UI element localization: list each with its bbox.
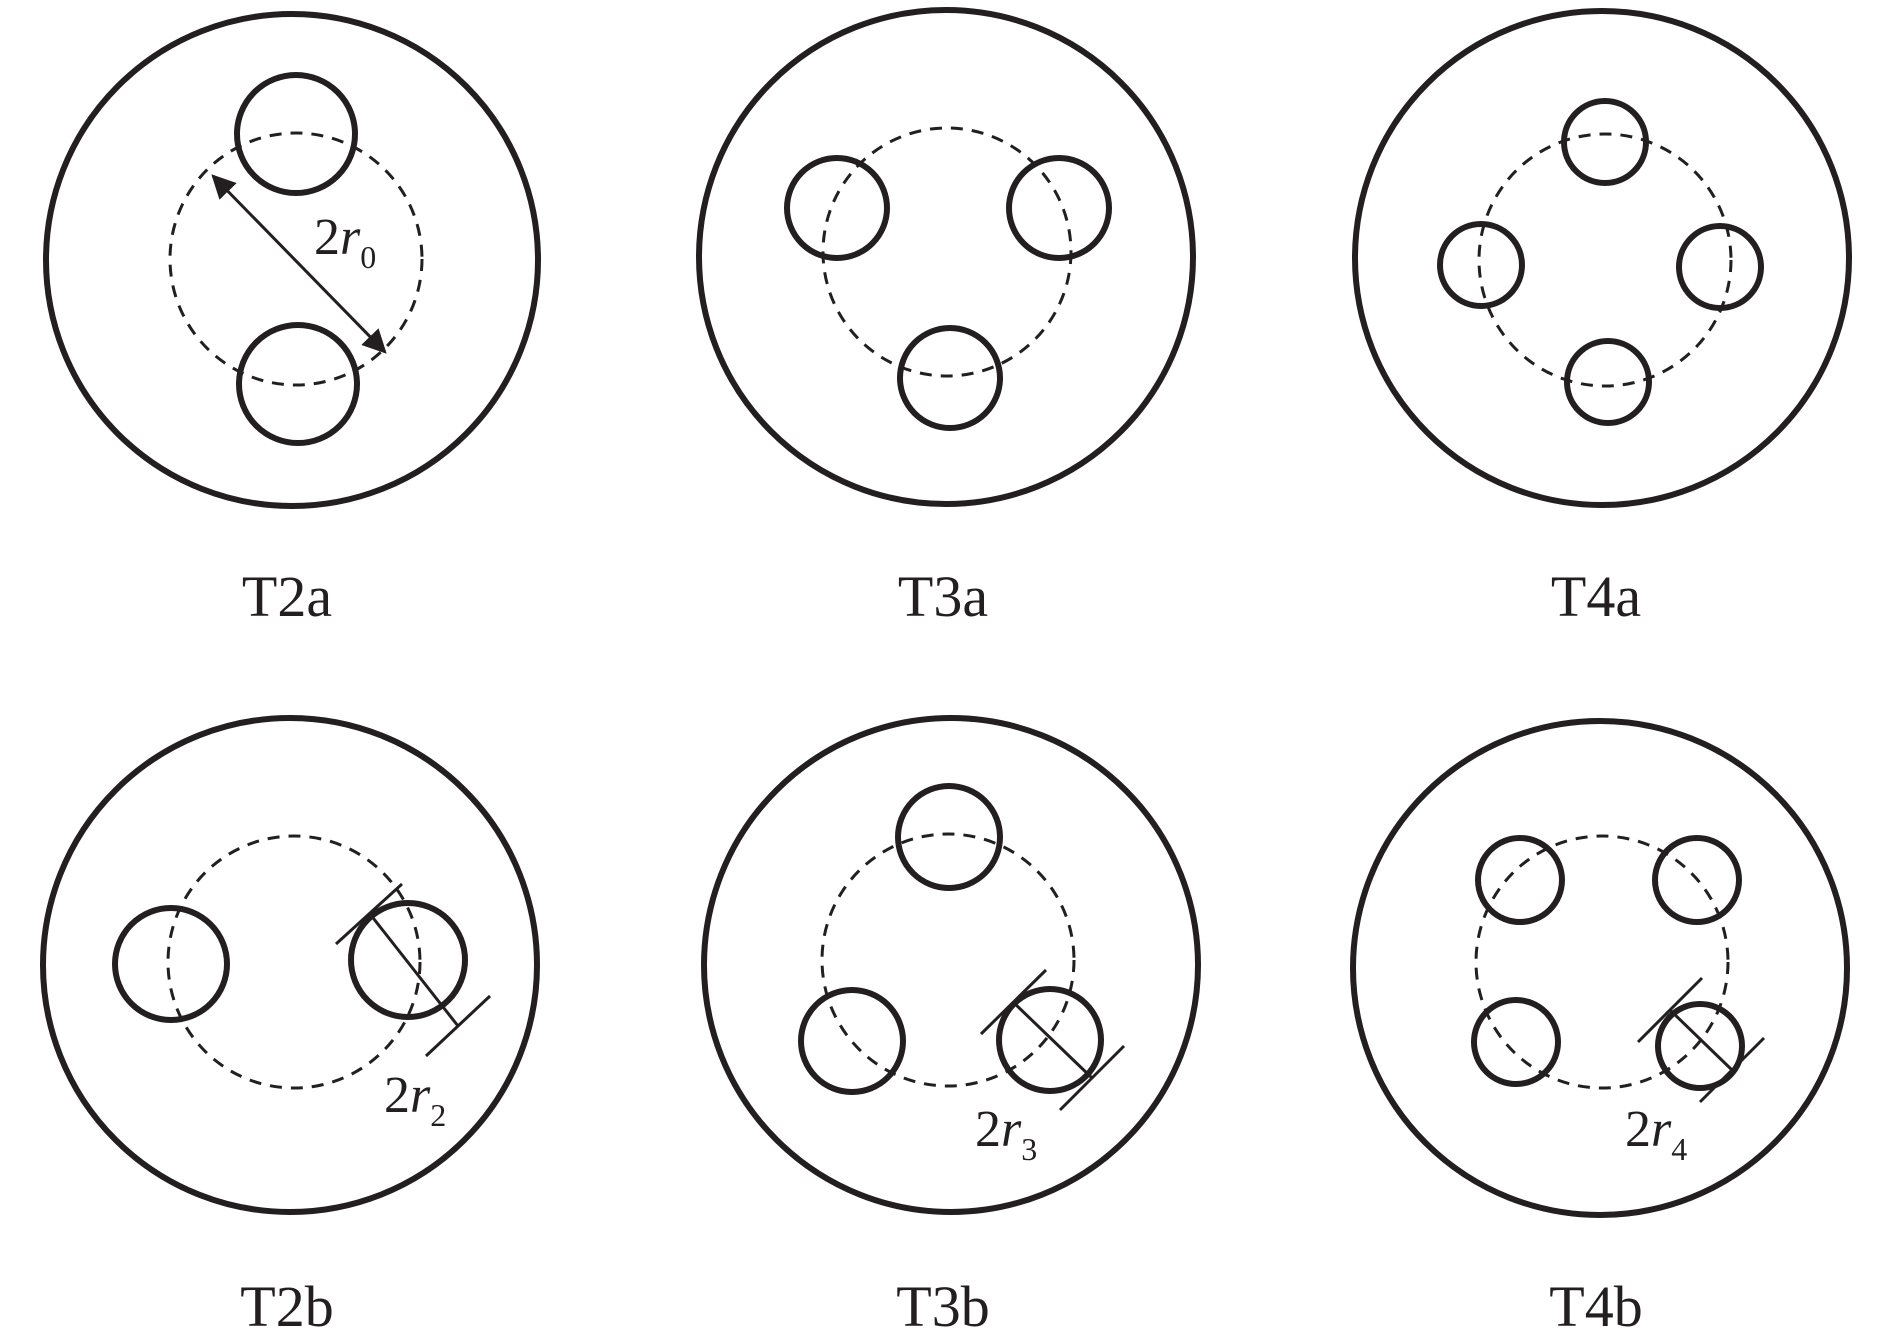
outer-circle — [40, 715, 540, 1215]
dim-coef: 2 — [1625, 1101, 1651, 1158]
dim-var: r — [340, 209, 361, 266]
dim-sub: 3 — [1021, 1131, 1037, 1167]
dim-sub: 2 — [430, 1097, 446, 1133]
hole — [798, 987, 906, 1095]
dimension-extension-line — [334, 882, 404, 946]
panel-caption: T3b — [896, 1274, 989, 1339]
outer-circle — [43, 11, 541, 509]
pitch-circle — [1474, 834, 1730, 1090]
outer-circle — [696, 7, 1196, 507]
outer-circle — [701, 715, 1201, 1215]
panel-caption: T4b — [1549, 1274, 1642, 1339]
dim-coef: 2 — [975, 1101, 1001, 1158]
hole — [112, 905, 230, 1023]
hole — [1676, 223, 1764, 311]
panel-t2a: 2r0 T2a — [43, 11, 541, 629]
pitch-circle — [166, 834, 422, 1090]
dim-coef: 2 — [314, 209, 340, 266]
hole — [996, 986, 1104, 1094]
dim-sub: 4 — [1671, 1131, 1687, 1167]
hole — [1564, 338, 1652, 426]
dim-sub: 0 — [360, 239, 376, 275]
hole — [1471, 997, 1561, 1087]
pitch-circle — [820, 832, 1076, 1088]
hole — [897, 325, 1003, 431]
hole — [1561, 98, 1649, 186]
panel-caption: T3a — [898, 564, 988, 629]
dimension-line — [1011, 1000, 1094, 1080]
dimension-label: 2r0 — [314, 209, 376, 275]
dimension-label: 2r2 — [384, 1067, 446, 1133]
dimension-label: 2r3 — [975, 1101, 1037, 1167]
pitch-circle — [168, 131, 424, 387]
pitch-circle — [1477, 132, 1733, 388]
hole — [1006, 155, 1112, 261]
hole — [1652, 835, 1742, 925]
hole — [895, 783, 1003, 891]
dim-var: r — [410, 1067, 431, 1124]
panel-caption: T4a — [1551, 564, 1641, 629]
panel-t3a: T3a — [696, 7, 1196, 629]
dimension-line — [1668, 1008, 1734, 1072]
panel-t3b: 2r3 T3b — [701, 715, 1201, 1339]
dimension-label: 2r4 — [1625, 1101, 1687, 1167]
outer-circle — [1352, 8, 1852, 508]
diameter-arrow — [211, 174, 387, 354]
panel-t2b: 2r2 T2b — [40, 715, 540, 1339]
pitch-circle — [821, 126, 1073, 378]
hole — [1655, 1001, 1745, 1091]
panel-caption: T2b — [240, 1274, 333, 1339]
panel-t4a: T4a — [1352, 8, 1852, 629]
dim-coef: 2 — [384, 1067, 410, 1124]
hole — [1475, 835, 1565, 925]
dimension-line — [368, 913, 460, 1027]
panel-caption: T2a — [242, 564, 332, 629]
hole — [1437, 221, 1525, 309]
hole — [348, 900, 468, 1020]
panel-t4b: 2r4 T4b — [1350, 718, 1850, 1339]
outer-circle — [1350, 718, 1850, 1218]
dim-var: r — [1001, 1101, 1022, 1158]
dim-var: r — [1651, 1101, 1672, 1158]
hole — [784, 155, 890, 261]
